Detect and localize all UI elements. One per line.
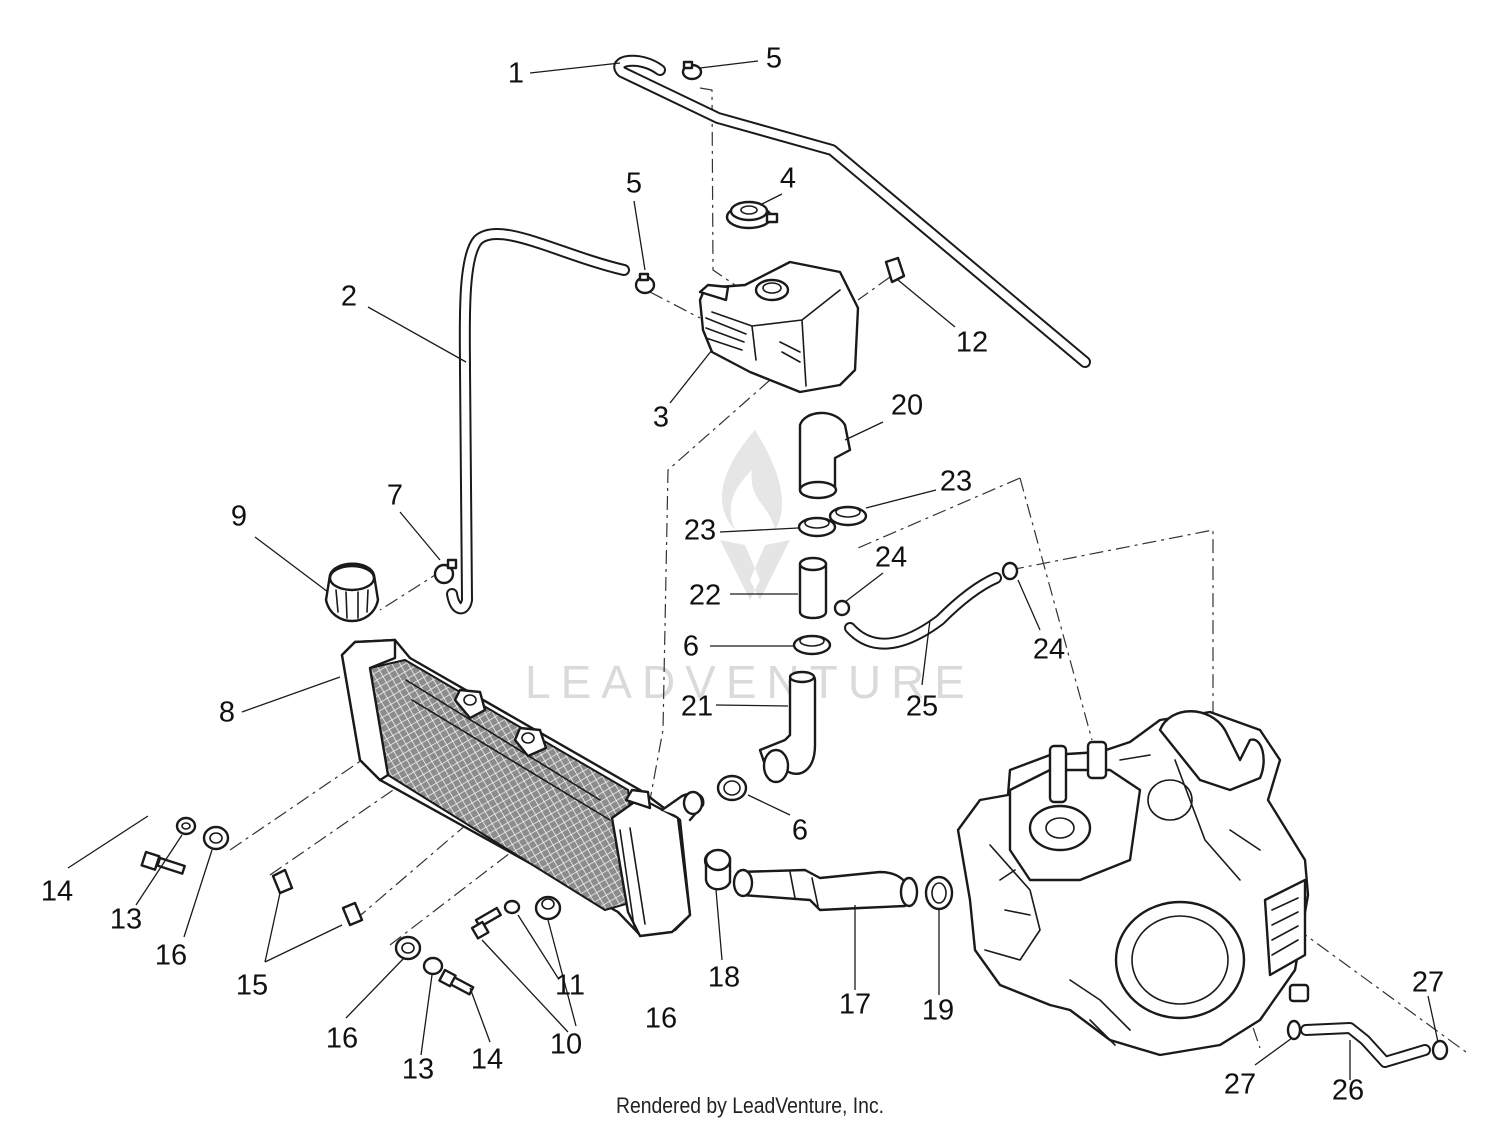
callout-20: 20 [891,390,923,422]
clamp-19 [924,875,954,911]
callout-27-left: 27 [1224,1069,1256,1101]
spacer-13-bottom [422,956,444,976]
clamp-24-right [1001,561,1019,581]
clip-nut-15-b [341,901,364,927]
callout-23-left: 23 [684,515,716,547]
callout-19: 19 [922,995,954,1027]
radiator-8 [340,638,705,938]
engine [956,710,1310,1057]
bolt-14-bottom [438,968,475,996]
watermark-text: LEADVENTURE [525,656,975,708]
small-hose-25 [844,572,1002,650]
clamp-6-lower [716,774,748,802]
callout-26: 26 [1332,1075,1364,1107]
callout-8: 8 [219,697,235,729]
grommet-16-left [202,825,230,851]
callout-16-left: 16 [155,940,187,972]
pipe-22 [798,556,828,620]
callout-3: 3 [653,402,669,434]
callout-24-right: 24 [1033,634,1065,666]
hose-26 [1300,1022,1431,1068]
callout-6-lower: 6 [792,815,808,847]
callout-9: 9 [231,501,247,533]
callout-5-top: 5 [766,43,782,75]
callout-13-left: 13 [110,904,142,936]
callout-13-bottom: 13 [402,1054,434,1086]
callout-6-upper: 6 [683,631,699,663]
clamp-5-mid [634,272,656,295]
clamp-6-upper [792,634,832,656]
grommet-16-bottom [394,935,422,961]
washer-11 [503,899,521,915]
callout-21: 21 [681,691,713,723]
callout-7: 7 [387,480,403,512]
callout-5-mid: 5 [626,168,642,200]
callout-25: 25 [906,691,938,723]
callout-10: 10 [550,1029,582,1061]
clamp-7 [433,558,458,585]
clamp-23-right [828,505,868,527]
hose-21 [758,670,817,784]
clamp-18 [703,848,732,891]
grommet-16-right [534,895,562,921]
breather-hose-2 [446,228,630,615]
watermark: LEADVENTURE [525,430,975,708]
callout-16-bottom: 16 [326,1023,358,1055]
spacer-13-left [175,816,197,836]
clip-nut-12 [884,256,906,284]
clip-nut-15-a [271,868,294,895]
callouts: 1 2 3 4 5 5 6 6 7 8 9 10 11 12 13 13 14 … [41,43,1444,1107]
clamp-27-left [1286,1019,1302,1041]
callout-15: 15 [236,970,268,1002]
tank-cap-4 [725,200,779,230]
callout-14-bottom: 14 [471,1044,503,1076]
clamp-27-right [1431,1039,1449,1061]
callout-16-right: 16 [645,1003,677,1035]
callout-14-left: 14 [41,876,73,908]
hose-20 [798,411,852,500]
callout-4: 4 [780,163,796,195]
callout-2: 2 [341,281,357,313]
overflow-hose-1 [613,54,1091,368]
callout-11: 11 [555,970,585,1002]
callout-22: 22 [689,580,721,612]
bolt-10 [470,906,502,940]
callout-27-right: 27 [1412,967,1444,999]
callout-12: 12 [956,327,988,359]
callout-18: 18 [708,962,740,994]
callout-23-right: 23 [940,466,972,498]
clamp-5-top [681,60,703,81]
leader-lines [67,60,1439,1080]
lower-hose-17 [732,868,919,912]
callout-17: 17 [839,989,871,1021]
clamp-24-left [833,599,851,617]
clamp-23-left [797,516,837,538]
expansion-tank-3 [698,260,860,394]
callout-1: 1 [508,58,524,90]
footer-credit: Rendered by LeadVenture, Inc. [615,1093,885,1118]
radiator-cap-9 [324,562,380,623]
callout-24-left: 24 [875,542,907,574]
